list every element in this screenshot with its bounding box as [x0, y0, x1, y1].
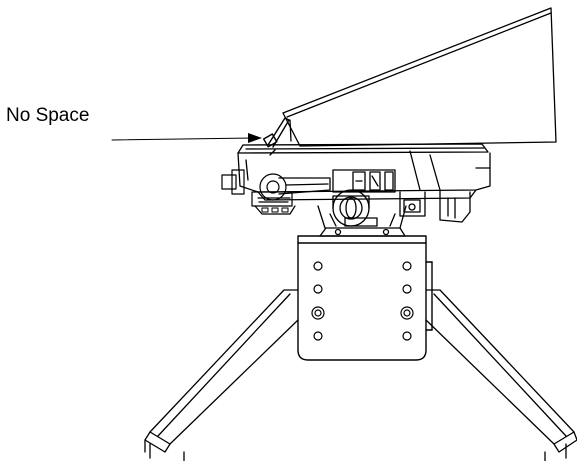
right-leg	[425, 289, 577, 461]
left-clamp	[221, 169, 296, 215]
top-plate	[237, 143, 489, 154]
lever-bar	[278, 177, 331, 195]
roller-wheel	[332, 189, 370, 227]
no-space-callout-label: No Space	[6, 105, 90, 126]
mounting-holes	[311, 261, 414, 341]
tilt-handle	[262, 117, 290, 148]
left-leg	[144, 289, 299, 461]
mounting-plate	[297, 235, 433, 361]
callout-arrow	[111, 133, 262, 143]
head-body	[237, 149, 491, 201]
right-bracket	[399, 189, 471, 223]
inclined-plate	[282, 7, 557, 147]
latch-box	[332, 169, 396, 193]
